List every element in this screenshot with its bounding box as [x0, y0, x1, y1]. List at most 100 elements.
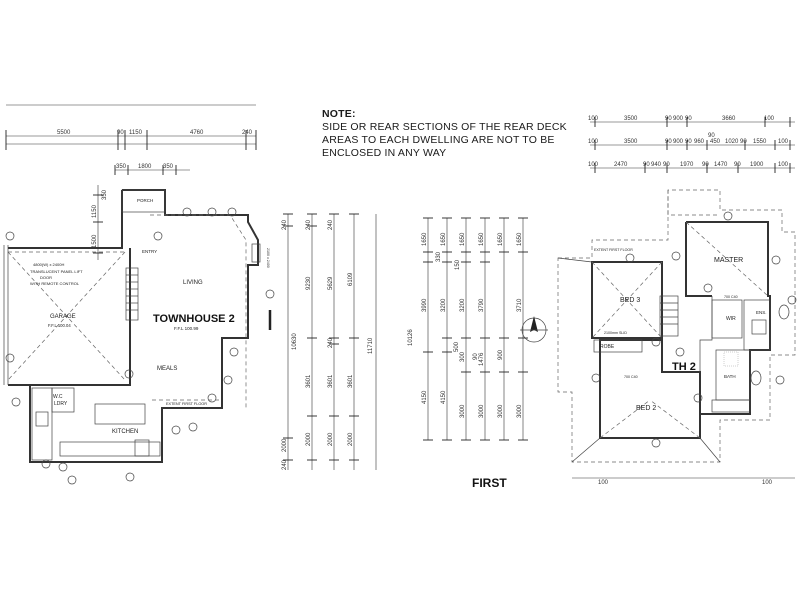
- dim-label: 100: [762, 480, 773, 486]
- wir-room: [711, 299, 743, 339]
- dim-label: 90: [665, 116, 672, 122]
- dim-label: 450: [710, 139, 721, 145]
- dim-label: 10126: [408, 329, 414, 346]
- dim-label: 5500: [57, 130, 71, 136]
- dim-label: 240: [282, 219, 288, 230]
- dim-label: 3200: [441, 298, 447, 312]
- dim-label: 2000: [282, 438, 288, 452]
- dim-label: 90: [117, 130, 124, 136]
- ground-ffl: F.F.L 100.99: [174, 326, 199, 331]
- dim-label: 3990: [422, 298, 428, 312]
- room-label-living: LIVING: [183, 280, 203, 286]
- room-label-ens: ENS.: [756, 310, 767, 315]
- dim-label: 90: [473, 353, 479, 360]
- dim-label: 1650: [460, 232, 466, 246]
- dim-label: 90: [663, 162, 670, 168]
- ground-right-dimensions: 240 2000 240 10630 240 9230 3601 2000 24…: [282, 213, 377, 470]
- garage-door-note: DOOR: [40, 275, 52, 280]
- sliding-door-note: 2100mm SLID: [604, 331, 627, 335]
- dim-label: 3500: [624, 116, 638, 122]
- dim-label: 100: [588, 116, 599, 122]
- garage-door-note: 4800(W) x 2400H: [33, 262, 64, 267]
- dim-label: 330: [436, 251, 442, 262]
- dim-label: 240: [306, 219, 312, 230]
- dim-label: 90: [685, 116, 692, 122]
- note-heading: NOTE:: [322, 108, 356, 120]
- dim-label: 3710: [517, 298, 523, 312]
- dim-label: 3500: [624, 139, 638, 145]
- room-label-ldry: LDRY: [54, 401, 68, 407]
- first-floor-window-tags: [591, 211, 797, 448]
- first-floor-top-dimensions: 100 3500 90 900 90 3660 100 90 100 3500 …: [588, 116, 795, 173]
- dim-label: 2000: [306, 432, 312, 446]
- dim-label: 90: [702, 162, 709, 168]
- garage-door-note: WITH REMOTE CONTROL: [30, 281, 80, 286]
- dim-label: 240: [282, 459, 288, 470]
- porch-outline: [121, 189, 166, 213]
- dim-label: 900: [673, 139, 684, 145]
- dim-label: 300: [460, 351, 466, 362]
- dim-label: 900: [498, 349, 504, 360]
- window-size-note: 2100 x 2400: [266, 248, 270, 268]
- shower: [751, 319, 767, 335]
- dim-label: 100: [598, 480, 609, 486]
- dim-label: 350: [163, 164, 174, 170]
- dim-label: 1970: [680, 162, 694, 168]
- dim-label: 100: [764, 116, 775, 122]
- dim-label: 240: [328, 337, 334, 348]
- dim-label: 1900: [750, 162, 764, 168]
- dim-label: 90: [665, 139, 672, 145]
- first-floor-heading: FIRST: [472, 476, 507, 490]
- dim-label: 150: [455, 259, 461, 270]
- bathtub: [711, 399, 751, 413]
- dim-label: 940: [651, 162, 662, 168]
- window-note: 700 C40: [724, 295, 738, 299]
- dim-label: 4150: [422, 390, 428, 404]
- dim-label: 500: [454, 341, 460, 352]
- dim-label: 2470: [614, 162, 628, 168]
- room-label-wir: WIR: [726, 316, 736, 322]
- tub: [35, 411, 49, 427]
- ensuite-room: [743, 299, 771, 351]
- extent-first-floor-label: EXTENT FIRST FLOOR: [166, 402, 207, 406]
- room-label-entry: ENTRY: [142, 249, 157, 254]
- dim-label: 5629: [328, 276, 334, 290]
- dim-label: 90: [708, 133, 715, 139]
- dim-label: 1800: [138, 164, 152, 170]
- window-note: 700 C40: [624, 375, 638, 379]
- dim-label: 1650: [422, 232, 428, 246]
- dim-label: 1650: [479, 232, 485, 246]
- dim-label: 2000: [328, 432, 334, 446]
- room-label-meals: MEALS: [157, 366, 177, 372]
- dim-label: 90: [740, 139, 747, 145]
- ground-floor-plan: 5500 90 1150 4760 240 350 1800 350 1150 …: [3, 104, 275, 485]
- kitchen-island: [94, 403, 146, 425]
- ground-top-dimensions: 5500 90 1150 4760 240: [5, 104, 257, 150]
- room-label-master: MASTER: [714, 257, 743, 264]
- room-label-bath: BATH: [724, 374, 736, 379]
- laundry-room: [31, 387, 53, 461]
- dim-label: 1020: [725, 139, 739, 145]
- dim-label: 100: [588, 139, 599, 145]
- note-line: SIDE OR REAR SECTIONS OF THE REAR DECK: [322, 121, 567, 133]
- wc-room: [51, 387, 75, 413]
- dim-label: 90: [685, 139, 692, 145]
- dim-label: 4150: [441, 390, 447, 404]
- th2-title: TH 2: [672, 361, 696, 373]
- window-tags: [5, 207, 275, 485]
- dim-label: 3601: [348, 374, 354, 388]
- dim-label: 3660: [722, 116, 736, 122]
- room-label-porch: PORCH: [137, 198, 153, 203]
- dim-label: 900: [673, 116, 684, 122]
- dim-label: 3601: [306, 374, 312, 388]
- dim-label: 1650: [498, 232, 504, 246]
- dim-label: 100: [778, 162, 789, 168]
- dim-label: 1650: [517, 232, 523, 246]
- dim-label: 240: [328, 219, 334, 230]
- north-arrow: [520, 316, 548, 343]
- room-label-bed2: BED 2: [636, 405, 656, 412]
- dim-label: 3200: [460, 298, 466, 312]
- townhouse-2-title: TOWNHOUSE 2: [153, 313, 235, 325]
- garage-ffl: F.F.L 100.04: [48, 323, 71, 328]
